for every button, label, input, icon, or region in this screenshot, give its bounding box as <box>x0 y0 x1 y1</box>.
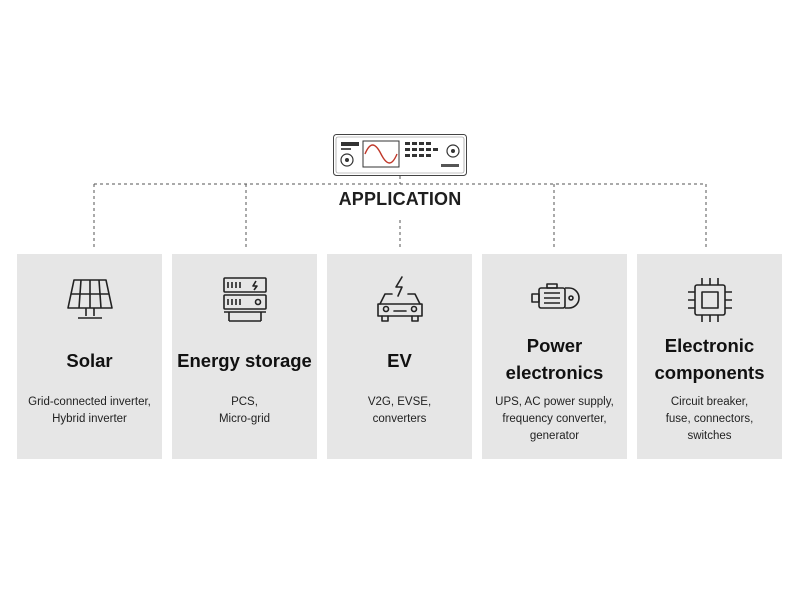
card-description: V2G, EVSE, converters <box>367 396 432 425</box>
card-heading: Electronic components <box>654 335 765 383</box>
card-description: UPS, AC power supply, frequency converte… <box>495 396 614 442</box>
card-description: Grid-connected inverter, Hybrid inverter <box>28 396 151 425</box>
electric-car-icon <box>377 276 423 322</box>
card-heading: Energy storage <box>177 350 312 371</box>
power-source-device <box>333 134 467 176</box>
card-heading: Solar <box>66 350 113 371</box>
card-ev: EV V2G, EVSE, converters <box>327 254 472 459</box>
card-power-electronics: Power electronics UPS, AC power supply, … <box>482 254 627 459</box>
motor-icon <box>531 283 580 309</box>
card-description: PCS, Micro-grid <box>218 396 271 425</box>
card-heading: EV <box>387 350 412 371</box>
application-title: APPLICATION <box>300 189 500 210</box>
energy-storage-icon <box>223 277 267 322</box>
chip-icon <box>688 278 732 322</box>
card-description: Circuit breaker, fuse, connectors, switc… <box>665 396 754 442</box>
card-solar: Solar Grid-connected inverter, Hybrid in… <box>17 254 162 459</box>
solar-panel-icon <box>67 279 113 319</box>
card-electronic-components: Electronic components Circuit breaker, f… <box>637 254 782 459</box>
card-heading: Power electronics <box>505 335 604 383</box>
card-energy-storage: Energy storage PCS, Micro-grid <box>172 254 317 459</box>
